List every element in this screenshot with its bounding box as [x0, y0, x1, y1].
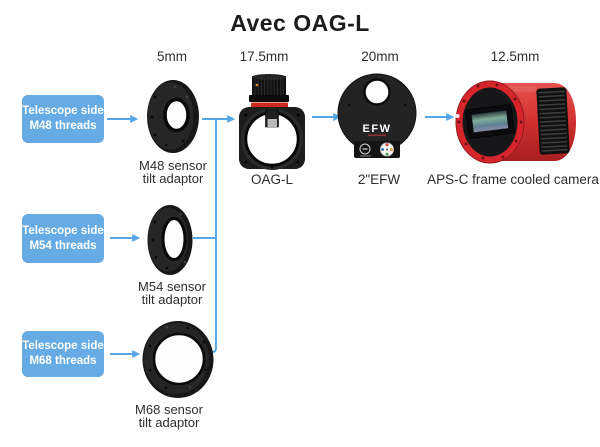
- trunk-line: [205, 119, 217, 353]
- guide-camera-barrel: [249, 74, 289, 102]
- m54-adaptor-label-line2: tilt adaptor: [141, 292, 203, 307]
- camera-sensor: [465, 104, 515, 139]
- telescope-box-m54: Telescope side M54 threads: [22, 214, 104, 263]
- m48-adaptor-label-line2: tilt adaptor: [142, 171, 204, 186]
- telescope-box-m68-line2: M68 threads: [29, 355, 97, 367]
- m48-tilt-adaptor-image: [147, 80, 199, 153]
- measurement-17-5mm: 17.5mm: [239, 49, 289, 64]
- telescope-box-m68-line1: Telescope side: [22, 340, 104, 352]
- oag-label: OAG-L: [250, 172, 294, 187]
- m54-adaptor-label-line1: M54 sensor: [138, 279, 206, 294]
- m54-tilt-adaptor-image: [147, 205, 193, 275]
- camera-label: APS-C frame cooled camera: [427, 172, 599, 187]
- oag-prism-stalk: [265, 109, 279, 128]
- telescope-box-m68: Telescope side M68 threads: [22, 331, 104, 377]
- camera-image: [455, 80, 576, 164]
- measurement-5mm: 5mm: [157, 49, 187, 64]
- measurement-20mm: 20mm: [361, 49, 399, 64]
- telescope-box-m48-line2: M48 threads: [29, 120, 97, 132]
- page-title: Avec OAG-L: [230, 10, 370, 36]
- camera-heatsink: [536, 87, 570, 155]
- m48-adaptor-label-line1: M48 sensor: [139, 158, 207, 173]
- telescope-box-m48-line1: Telescope side: [22, 105, 104, 117]
- measurement-12-5mm: 12.5mm: [490, 49, 540, 64]
- efw-face-text: EFW: [363, 123, 392, 135]
- zwo-logo: [359, 143, 371, 155]
- m68-tilt-adaptor-image: [142, 321, 214, 398]
- telescope-box-m54-line2: M54 threads: [29, 239, 97, 252]
- telescope-box-m54-line1: Telescope side: [22, 224, 104, 237]
- m68-adaptor-label-line1: M68 sensor: [135, 402, 203, 417]
- efw-image: EFW: [337, 73, 417, 158]
- oag-red-ring: [251, 102, 288, 108]
- m48-adaptor-label: M48 sensor tilt adaptor: [139, 159, 207, 185]
- filter-wheel-hole: [363, 78, 391, 106]
- telescope-box-m48: Telescope side M48 threads: [22, 95, 104, 143]
- color-dial: [379, 142, 395, 157]
- efw-control-box: [354, 141, 400, 158]
- efw-label: 2"EFW: [357, 172, 401, 187]
- oag-l-image: [239, 74, 305, 170]
- m54-adaptor-label: M54 sensor tilt adaptor: [138, 280, 206, 306]
- m68-adaptor-label: M68 sensor tilt adaptor: [135, 403, 203, 429]
- m68-adaptor-label-line2: tilt adaptor: [138, 415, 200, 430]
